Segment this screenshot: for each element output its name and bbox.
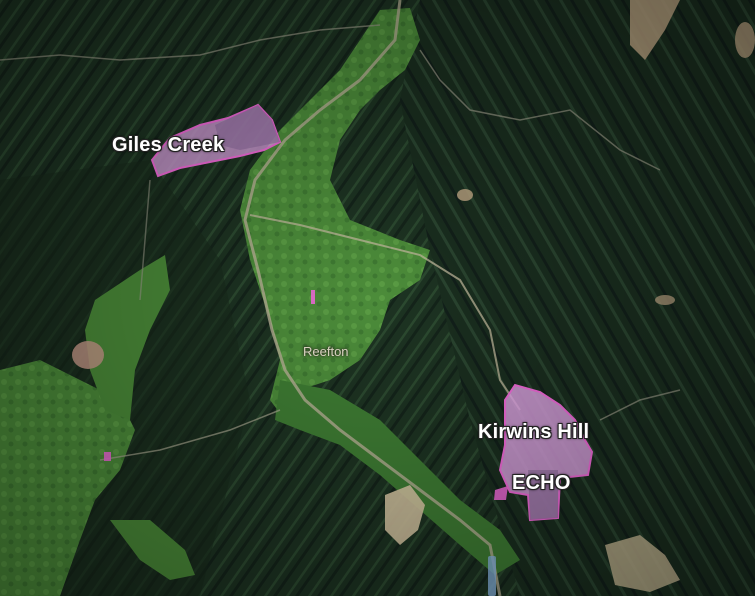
reefton-town-label: Reefton	[303, 344, 349, 359]
echo-label: ECHO	[512, 472, 571, 494]
kirwins-hill-label: Kirwins Hill	[478, 421, 590, 443]
highway-marker	[488, 556, 496, 596]
giles-creek-label: Giles Creek	[112, 134, 225, 156]
